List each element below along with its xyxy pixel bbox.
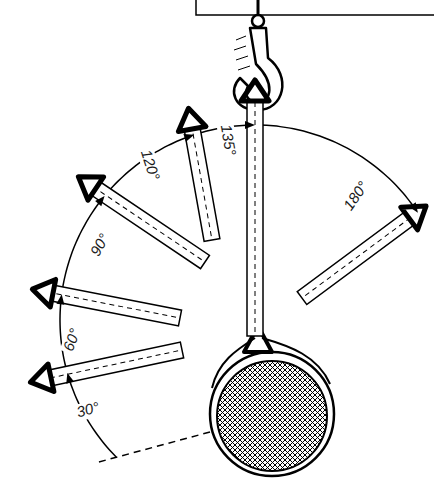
arc-arrowhead (64, 372, 74, 384)
arc-arrowhead (56, 294, 65, 305)
angle-label: 90° (86, 229, 114, 260)
arc-arrowhead (245, 121, 255, 129)
reference-line (95, 432, 210, 463)
sling-strip (241, 80, 269, 336)
round-load (210, 326, 334, 476)
sling-strip (28, 336, 185, 396)
arc-arrowhead (183, 131, 195, 142)
sling-strip (71, 165, 213, 273)
crane-hook (234, 0, 282, 110)
arc-arrowhead (409, 202, 421, 215)
sling-strip (294, 195, 434, 309)
arc-arrowhead (95, 193, 108, 206)
frame-corner (196, 0, 434, 15)
angle-label: 135° (217, 121, 239, 158)
angle-label: 60° (60, 325, 85, 356)
angle-label: 120° (137, 146, 164, 184)
sling-strip (30, 275, 183, 331)
angle-label: 180° (339, 177, 373, 215)
angle-label: 30° (73, 399, 103, 422)
